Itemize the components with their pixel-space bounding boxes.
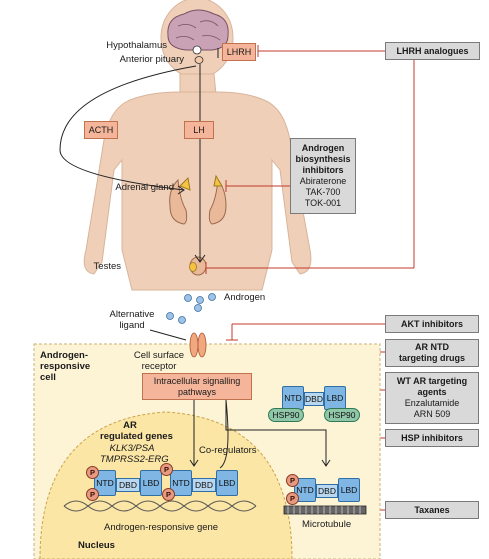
nucleus	[39, 411, 293, 559]
microtubule	[283, 505, 367, 515]
brain-icon	[167, 9, 229, 64]
adrenal-kidney-icon	[169, 174, 227, 225]
cell-surface-receptor	[189, 332, 207, 358]
signalling-arrows	[149, 329, 331, 469]
dna-helix	[63, 500, 257, 512]
hormone-axis-arrows	[59, 48, 219, 263]
